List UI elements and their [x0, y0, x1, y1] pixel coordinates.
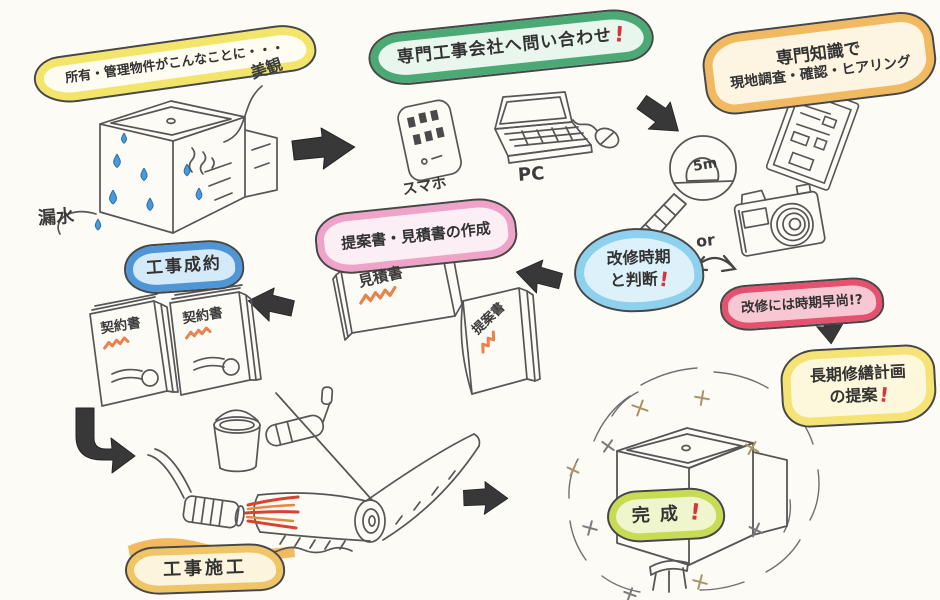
step-plan-line2: の提案 [828, 385, 878, 407]
torch-flame [244, 495, 300, 530]
exclamation-mark: ! [658, 266, 671, 292]
proposal-booklet-drawing [460, 287, 541, 395]
exclamation-mark: ! [688, 499, 712, 528]
or-label: or [695, 230, 716, 251]
arrow-right-2 [463, 481, 509, 515]
construction-tools-drawing [128, 386, 481, 560]
step-plan-bubble: 長期修繕計画 の提案! [779, 342, 938, 430]
arrow-left-1 [515, 259, 563, 294]
step-contract-bubble: 工事成約 [122, 237, 246, 297]
step-documents-label: 提案書・見積書の作成 [340, 218, 492, 253]
step-construction-bubble: 工事施工 [124, 542, 286, 596]
pc-label: PC [517, 163, 546, 186]
arrow-right-1 [291, 127, 356, 170]
exclamation-mark: ! [878, 381, 891, 407]
step-plan-line1: 長期修繕計画 [809, 361, 907, 386]
arrow-left-2 [247, 287, 295, 322]
step-timing-line2: と判断 [609, 269, 659, 291]
step-timing-line1: 改修時期 [606, 246, 671, 268]
sparkle-burst [568, 367, 820, 593]
arrow-down-right [636, 95, 679, 132]
step-contact-label: 専門工事会社へ問い合わせ [396, 25, 614, 69]
exclamation-mark: ! [613, 21, 626, 48]
contract-booklets-drawing [89, 284, 262, 407]
step-construction-label: 工事施工 [162, 556, 248, 581]
leak-label: 漏水 [37, 205, 75, 230]
flow-arrows [75, 95, 843, 515]
smartphone-drawing [397, 99, 462, 182]
step-complete-bubble: 完成! [605, 485, 727, 545]
pc-laptop-drawing [494, 91, 593, 164]
mouse-drawing [572, 119, 620, 149]
camera-drawing [733, 183, 826, 257]
arrow-curve-down-right [75, 407, 136, 474]
step-too-early-label: 改修には時期早尚!? [740, 291, 864, 316]
step-contract-label: 工事成約 [145, 253, 223, 280]
torch-flame-inner [245, 503, 296, 523]
sparkles [566, 390, 764, 600]
step-complete-label: 完成 [631, 502, 689, 527]
